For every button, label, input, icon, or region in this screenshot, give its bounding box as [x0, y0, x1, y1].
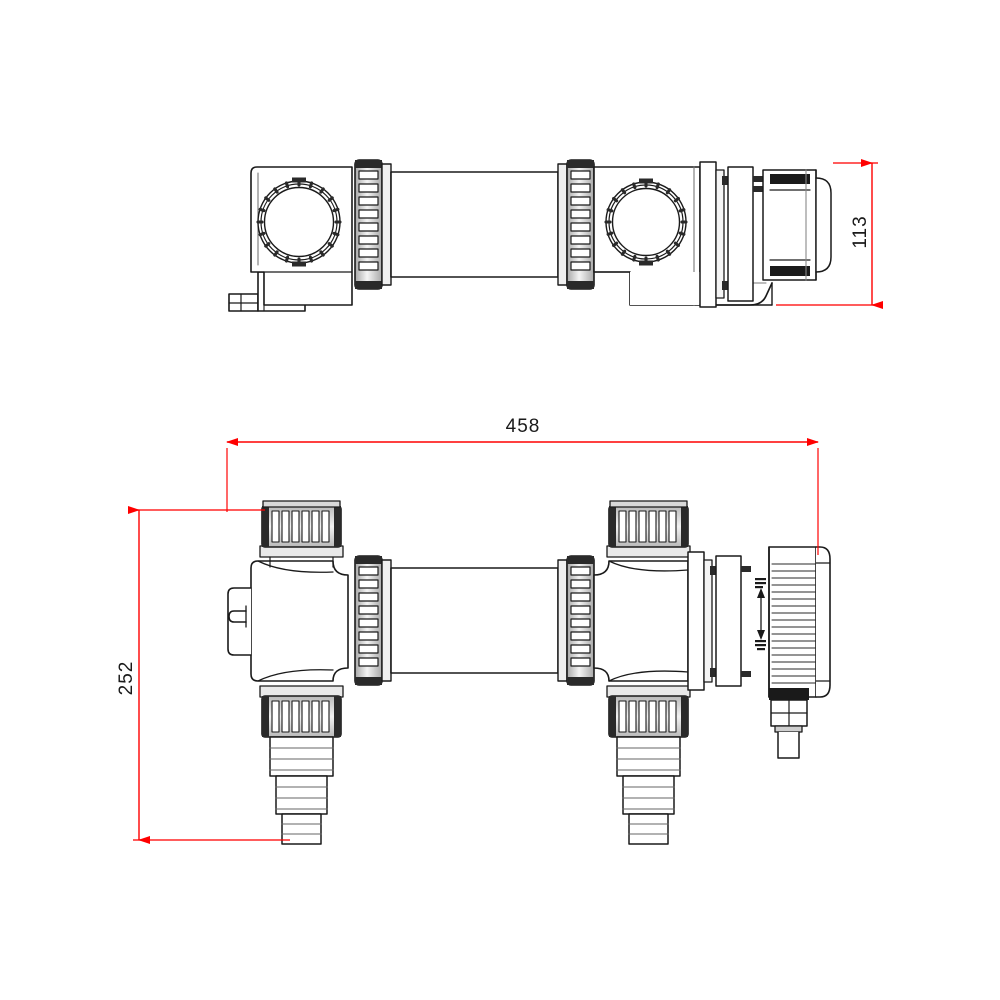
dimension-label-458: 458 [506, 416, 541, 437]
front-upper-right-nut-ribs [618, 510, 677, 543]
control-housing-fins [771, 563, 817, 684]
front-lower-left-union-nut [259, 685, 344, 738]
front-right-collar-ribs [570, 566, 591, 667]
front-control-collar-plate [687, 551, 751, 691]
front-upper-left-nut-ribs [271, 510, 330, 543]
front-right-tee-body [593, 560, 689, 682]
top-left-cap-circle [256, 177, 342, 267]
front-control-housing-finned [768, 546, 831, 698]
top-right-cap-knurl [604, 180, 688, 264]
top-left-cap-knurl [256, 179, 342, 265]
top-left-nut-ribs [358, 170, 379, 271]
front-left-tee-body [250, 560, 349, 682]
top-right-nut-ribs [570, 170, 591, 271]
front-left-collar-ribs [358, 566, 379, 667]
front-lower-left-nut-ribs [271, 700, 330, 733]
front-center-tube [390, 567, 559, 674]
front-right-hose-barb [616, 736, 681, 845]
dimension-252: 252 [116, 506, 290, 844]
front-cable-gland [769, 688, 809, 759]
front-view [227, 500, 831, 845]
front-left-hose-barb [269, 736, 334, 845]
dimension-458: 458 [226, 416, 819, 555]
top-center-tube [390, 171, 559, 278]
front-right-union-collar [557, 555, 595, 686]
dimension-113: 113 [776, 159, 883, 309]
flow-direction-arrow [755, 578, 766, 651]
front-upper-right-union-nut [606, 500, 691, 558]
dimension-label-113: 113 [850, 215, 871, 248]
top-union-collar-plate [699, 161, 754, 308]
top-left-union-nut [354, 159, 392, 290]
front-lower-right-nut-ribs [618, 700, 677, 733]
top-right-union-nut [557, 159, 595, 290]
top-control-housing [753, 169, 832, 281]
dimension-layer: 113 458 252 [116, 159, 883, 844]
dimension-label-252: 252 [116, 661, 137, 696]
front-upper-left-union-nut [259, 500, 344, 568]
front-left-union-collar [354, 555, 392, 686]
top-right-cap-circle [604, 178, 688, 266]
front-mounting-bracket [227, 587, 252, 656]
front-lower-right-union-nut [606, 685, 691, 738]
top-view [228, 159, 832, 312]
